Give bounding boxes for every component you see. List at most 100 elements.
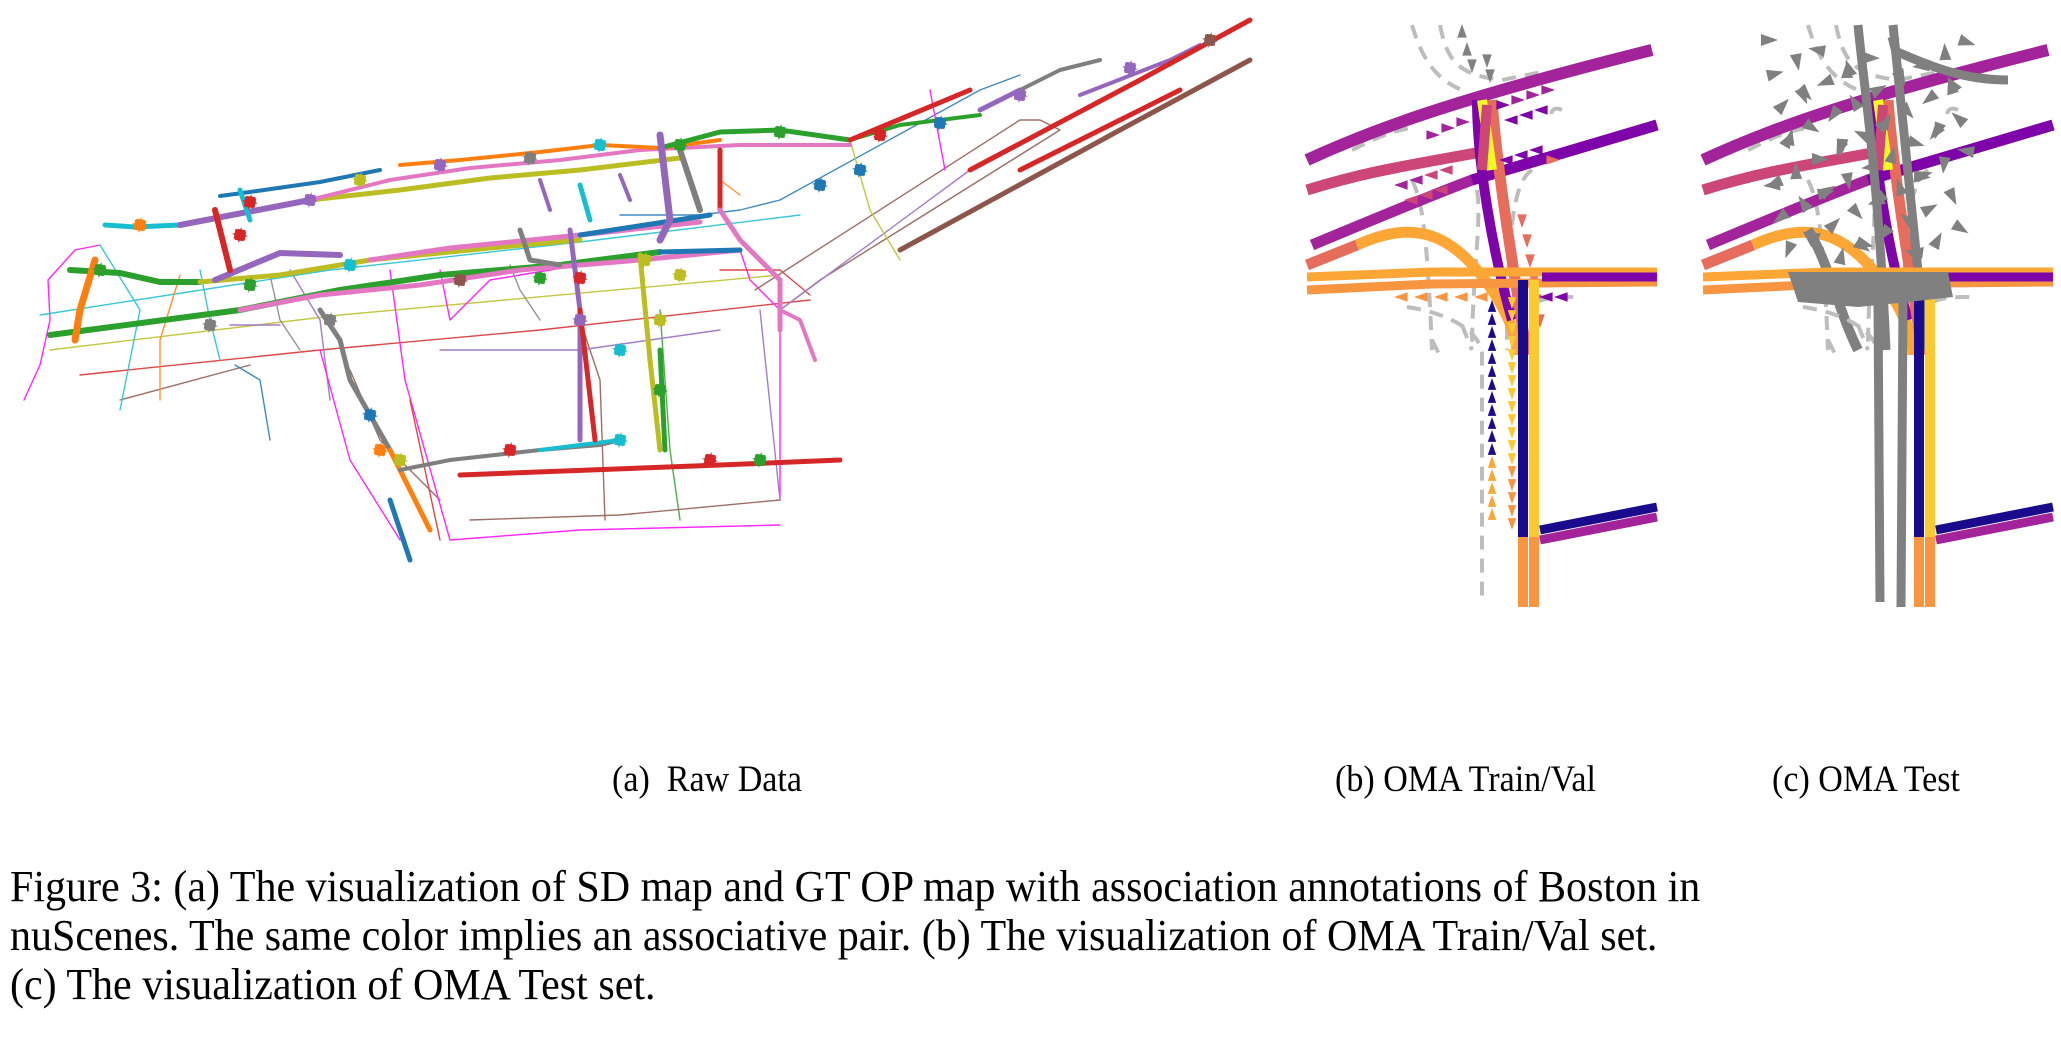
- op-lane-40: [717, 207, 783, 333]
- lane-direction-arrow: [1507, 362, 1517, 374]
- lane-direction-arrow: [1514, 150, 1528, 160]
- predicted-lane-spike: [1846, 202, 1863, 220]
- lane-direction-arrow: [1541, 85, 1555, 95]
- op-lane-33: [577, 307, 598, 443]
- op-lane-36: [517, 227, 563, 268]
- op-lane-21: [577, 212, 713, 238]
- sd-road-3: [79, 299, 811, 376]
- lane-direction-arrow: [1507, 323, 1517, 335]
- intersection-cluster: [612, 342, 628, 358]
- predicted-lane-spike: [1811, 152, 1829, 165]
- lane-boundary: [1536, 295, 1578, 304]
- upper-intersection: [1700, 24, 2055, 361]
- lane-direction-arrow: [1394, 180, 1408, 190]
- cluster-spike: [94, 262, 104, 277]
- cluster-spike: [324, 312, 334, 327]
- predicted-lane-spike: [1950, 219, 1969, 234]
- predicted-lane-spike: [1779, 131, 1793, 150]
- predicted-lane-spike: [1761, 34, 1778, 46]
- lane-direction-arrow: [1434, 185, 1448, 195]
- op-lane-16: [237, 247, 743, 313]
- lane-direction-arrow: [1507, 466, 1517, 478]
- cluster-spike: [594, 137, 604, 152]
- intersection-cluster: [502, 442, 518, 458]
- lane-direction-arrow: [1487, 469, 1497, 481]
- lane-direction-arrow: [1496, 100, 1510, 110]
- predicted-lane-spike: [1794, 86, 1808, 105]
- predicted-lane-spike: [1833, 247, 1846, 266]
- cluster-spike: [244, 194, 254, 209]
- lane-cross-road-south: [1306, 277, 1658, 295]
- op-lane-3: [308, 143, 852, 202]
- cluster-spike: [704, 452, 714, 467]
- lane-boundary: [1802, 305, 1880, 602]
- lane-direction-arrow: [1487, 508, 1497, 520]
- op-lane-17: [657, 247, 743, 255]
- predicted-lane-spike: [1801, 118, 1820, 133]
- cluster-spike: [614, 342, 624, 357]
- predicted-lane-spike: [1798, 195, 1813, 214]
- predicted-lane-spike: [1808, 45, 1826, 58]
- sd-road-20: [779, 169, 971, 311]
- lane-direction-arrow: [1522, 234, 1532, 248]
- lane-upper-road: [1304, 44, 1654, 166]
- lane-direction-arrow: [1474, 292, 1488, 302]
- predicted-lane-spike: [1840, 172, 1853, 190]
- op-lane-20: [367, 219, 703, 263]
- intersection-cluster: [92, 262, 108, 278]
- cluster-spike: [434, 157, 444, 172]
- cluster-spike: [674, 267, 684, 282]
- sd-road-12: [409, 399, 441, 541]
- cluster-spike: [534, 270, 544, 285]
- cluster-spike: [1204, 32, 1214, 47]
- op-lane-11: [1078, 43, 1202, 97]
- op-lane-24: [212, 207, 233, 273]
- intersection-cluster: [362, 407, 378, 423]
- lane-mid-road: [1309, 119, 1659, 251]
- lane-branch-east-b: [1539, 512, 1658, 545]
- predicted-lane-noise: [1788, 272, 1953, 307]
- intersection-cluster: [1122, 60, 1138, 76]
- intersection-cluster: [392, 452, 408, 468]
- sd-road-29: [759, 309, 781, 501]
- predicted-lane-spike: [1874, 117, 1892, 134]
- sd-road-6: [159, 274, 181, 401]
- lane-direction-arrow: [1526, 90, 1540, 100]
- intersection-cluster: [1012, 87, 1028, 103]
- lane-direction-arrow: [1507, 518, 1517, 530]
- lane-branch-east-a: [1935, 502, 2054, 535]
- cluster-spike: [574, 312, 584, 327]
- predicted-lane-spike: [1913, 170, 1931, 183]
- lane-vertical-a: [1472, 99, 1517, 322]
- lane-direction-arrow: [1507, 336, 1517, 348]
- op-lane-9: [977, 87, 1023, 113]
- lane-branch-east-a: [1539, 502, 1658, 535]
- lane-direction-arrow: [1507, 492, 1517, 504]
- lane-direction-arrow: [1485, 69, 1495, 83]
- lane-direction-arrow: [1525, 254, 1535, 268]
- lane-direction-arrow: [1462, 42, 1472, 56]
- cluster-spike: [524, 150, 534, 165]
- lane-direction-arrow: [1517, 214, 1527, 228]
- subfigure-caption-c: (c) OMA Test: [1772, 759, 1960, 800]
- op-lane-43: [538, 178, 552, 212]
- lane-direction-arrow: [1511, 95, 1525, 105]
- intersection-cluster: [572, 312, 588, 328]
- lane-direction-arrow: [1419, 190, 1433, 200]
- predicted-lane-spike: [1785, 240, 1798, 259]
- cluster-spike: [454, 272, 464, 287]
- cluster-spike: [754, 452, 764, 467]
- intersection-cluster: [752, 452, 768, 468]
- sd-road-2: [49, 274, 781, 351]
- predicted-lane-trace: [1891, 45, 2009, 85]
- cluster-spike: [654, 312, 664, 327]
- lane-direction-arrow: [1499, 155, 1513, 165]
- predicted-lane-spike: [1828, 104, 1843, 123]
- cluster-spike: [854, 162, 864, 177]
- lower-intersection: [1702, 267, 2054, 608]
- intersection-cluster: [372, 442, 388, 458]
- sd-road-18: [719, 269, 811, 296]
- oma-test-canvas: [1700, 24, 2055, 608]
- predicted-lane-spike: [1823, 217, 1841, 235]
- predicted-lane-spike: [1951, 112, 1969, 129]
